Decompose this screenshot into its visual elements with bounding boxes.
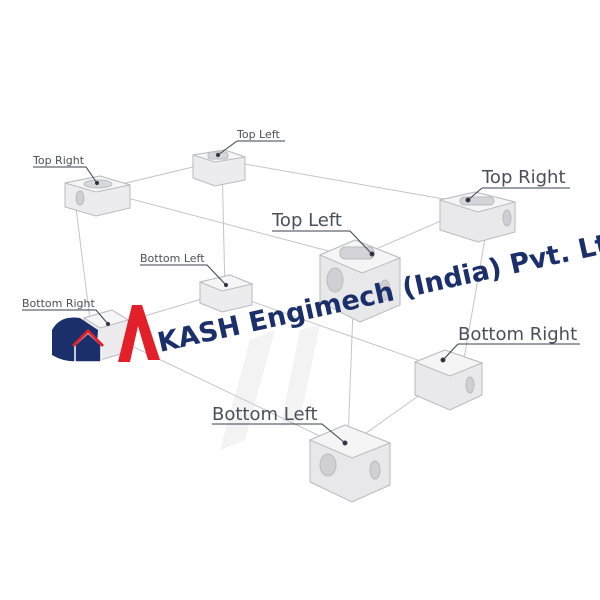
label-bottom-right-front: Bottom Right <box>458 324 577 345</box>
label-top-right-front: Top Right <box>481 167 566 188</box>
label-top-left-back: Top Left <box>236 128 280 141</box>
company-logo <box>52 305 160 363</box>
floor-shading <box>220 325 320 450</box>
block-front-bottom-right <box>413 349 484 411</box>
logo-letter-a <box>118 305 160 362</box>
block-back-bottom-left <box>198 274 254 313</box>
label-top-left-front: Top Left <box>271 210 342 231</box>
label-bottom-right-back: Bottom Right <box>22 297 95 310</box>
label-bottom-left-back: Bottom Left <box>140 252 205 265</box>
label-bottom-left-front: Bottom Left <box>212 404 318 425</box>
label-leaders <box>22 140 580 446</box>
block-front-bottom-left <box>308 424 392 503</box>
label-top-right-back: Top Right <box>32 154 85 167</box>
block-front-top-right <box>438 191 517 243</box>
block-back-top-left <box>192 149 246 187</box>
block-front-top-left <box>318 239 402 323</box>
